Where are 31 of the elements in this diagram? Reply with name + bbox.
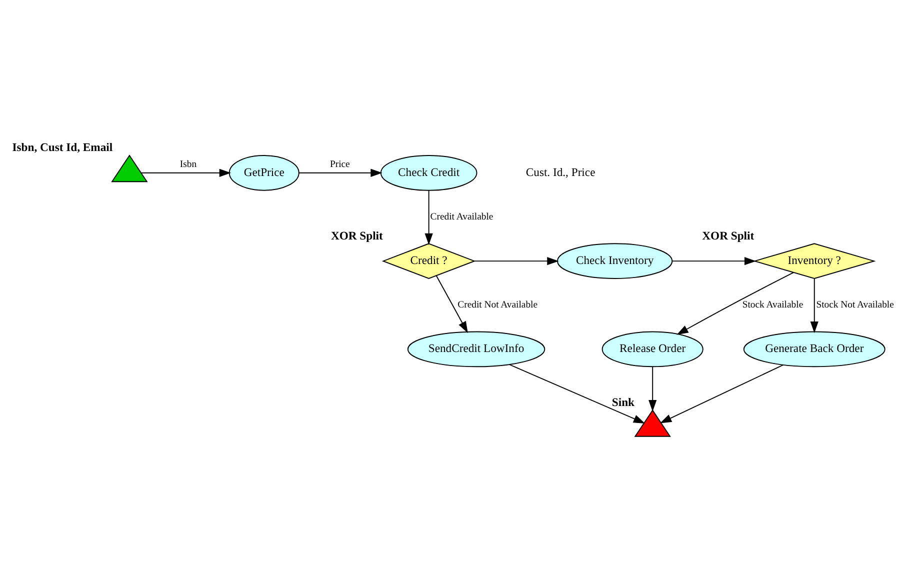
edge-label: Isbn — [180, 159, 197, 170]
node-ellipse: SendCredit LowInfo — [407, 331, 546, 368]
node-ellipse: Check Credit — [380, 154, 478, 191]
arrow — [648, 366, 657, 412]
arrow — [140, 168, 231, 177]
node-ellipse: Check Inventory — [556, 243, 673, 279]
arrow — [660, 364, 784, 424]
node-label: Sink — [612, 396, 635, 409]
node-label: Isbn, Cust Id, Email — [12, 141, 113, 154]
edge-label: Stock Not Available — [816, 300, 894, 311]
node-diamond: Inventory ? — [752, 243, 876, 279]
arrow — [672, 256, 756, 266]
arrow — [474, 256, 559, 266]
edge-label: Stock Available — [742, 300, 804, 311]
arrow — [508, 364, 646, 424]
node-label: XOR Split — [330, 229, 383, 242]
edge-label: Credit Not Available — [458, 300, 538, 311]
arrow — [436, 275, 468, 334]
arrow — [676, 272, 794, 335]
arrow — [424, 190, 433, 245]
arrow — [810, 278, 818, 334]
node-diamond: Credit ? — [382, 243, 476, 280]
node-label: XOR Split — [702, 229, 754, 242]
node-ellipse: GetPrice — [228, 154, 300, 191]
node-ellipse: Generate Back Order — [743, 331, 886, 368]
edge-label: Price — [330, 159, 350, 170]
node-ellipse: Release Order — [602, 331, 704, 368]
node-triangle — [634, 409, 671, 437]
label: Cust. Id., Price — [526, 166, 596, 179]
arrow — [298, 168, 382, 177]
edge-label: Credit Available — [430, 211, 494, 222]
